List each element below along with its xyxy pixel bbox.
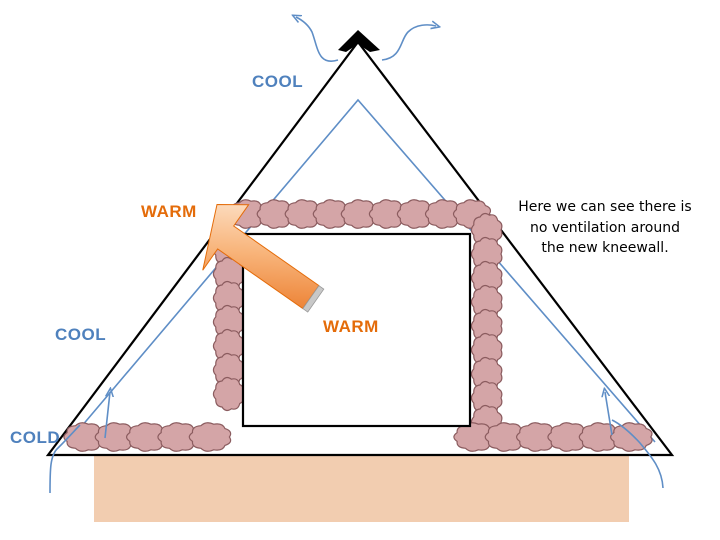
airflow-right-intake: [611, 419, 664, 489]
insulation-batt: [212, 376, 245, 412]
note-line: the new kneewall.: [541, 240, 669, 256]
insulation-batt: [312, 199, 351, 229]
insulation-right-wall: [470, 212, 503, 440]
insulation-batt: [368, 199, 407, 229]
insulation-batt: [256, 199, 295, 229]
insulation-batt: [284, 199, 323, 229]
insulation-batt: [396, 199, 435, 229]
airflow-right-rise: [605, 392, 613, 436]
note-line: Here we can see there is: [518, 199, 692, 215]
ridge-vent-cap: [338, 30, 380, 52]
insulation-batt: [453, 422, 496, 452]
insulation-batt: [610, 422, 653, 452]
insulation-floor-right: [453, 422, 653, 452]
airflow-ridge-exhaust-left: [296, 17, 339, 62]
label-cool-left: COOL: [55, 325, 107, 344]
label-warm-top: WARM: [141, 202, 197, 221]
airflow-left-rise: [104, 392, 110, 439]
note-line: no ventilation around: [529, 219, 680, 236]
airflow-left-intake: [49, 424, 81, 494]
explanation-note: Here we can see there is no ventilation …: [505, 197, 705, 259]
insulation-batt: [126, 422, 169, 452]
heat-arrow: [202, 204, 325, 313]
insulation-batt: [484, 422, 528, 452]
label-warm-room: WARM: [323, 317, 379, 336]
insulation-batt: [157, 422, 200, 452]
label-cool-top: COOL: [252, 72, 304, 91]
inner-roof-line: [69, 98, 656, 443]
insulation-batt: [547, 422, 590, 452]
insulation-floor-left: [63, 422, 232, 452]
foundation-block: [94, 456, 629, 522]
airflow-ridge-exhaust-right: [381, 25, 436, 61]
insulation-batt: [516, 422, 559, 452]
insulation-batt: [63, 422, 106, 452]
insulation-left-wall: [212, 232, 245, 412]
insulation-batt: [188, 422, 232, 452]
insulation-batt: [340, 199, 379, 229]
insulation-top: [228, 199, 492, 229]
insulation-batt: [424, 199, 464, 229]
label-cold: COLD: [10, 428, 61, 447]
